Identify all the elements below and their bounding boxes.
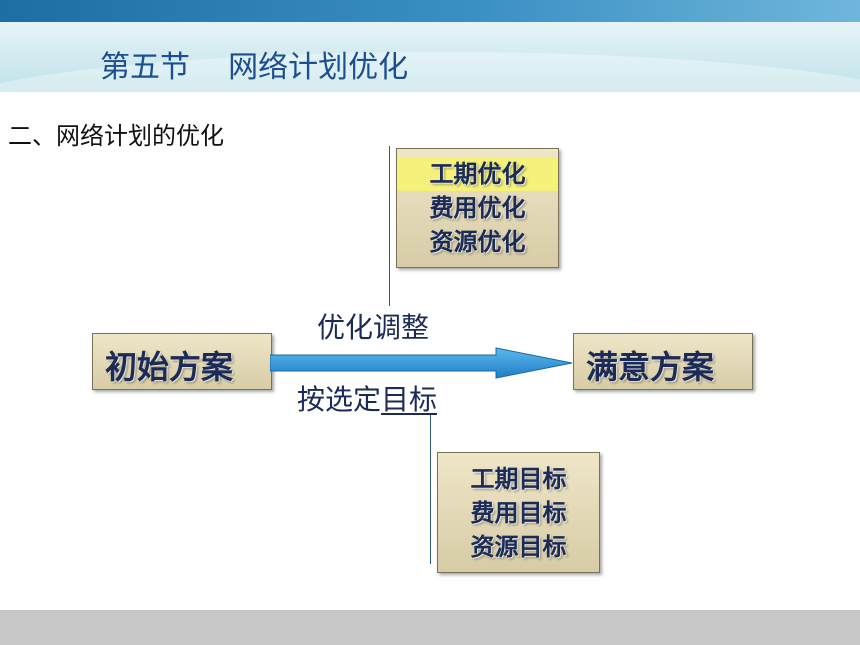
optimization-item-duration: 工期优化 bbox=[397, 157, 558, 191]
target-connector-line bbox=[430, 414, 431, 564]
end-box: 满意方案 bbox=[573, 333, 753, 390]
header-band bbox=[0, 22, 860, 92]
optimization-item-cost: 费用优化 bbox=[429, 194, 526, 222]
optimization-box: 工期优化 费用优化 资源优化 bbox=[396, 148, 559, 268]
optimization-connector-line bbox=[389, 146, 390, 306]
start-box-label: 初始方案 bbox=[105, 348, 234, 386]
end-box-label: 满意方案 bbox=[586, 348, 715, 386]
start-box: 初始方案 bbox=[92, 333, 272, 390]
target-box: 工期目标 费用目标 资源目标 bbox=[437, 452, 600, 573]
footer-bar bbox=[0, 610, 860, 645]
target-item-duration: 工期目标 bbox=[470, 464, 567, 493]
target-item-cost: 费用目标 bbox=[470, 498, 567, 527]
arrow-bottom-label: 按选定目标 bbox=[297, 383, 438, 416]
arrow-top-label: 优化调整 bbox=[317, 311, 430, 344]
page-title: 第五节 网络计划优化 bbox=[100, 50, 409, 85]
target-item-resource: 资源目标 bbox=[470, 532, 567, 561]
top-accent-bar bbox=[0, 0, 860, 22]
optimization-item-resource: 资源优化 bbox=[429, 228, 526, 256]
flow-arrow bbox=[270, 347, 573, 379]
section-heading: 二、网络计划的优化 bbox=[8, 122, 224, 150]
